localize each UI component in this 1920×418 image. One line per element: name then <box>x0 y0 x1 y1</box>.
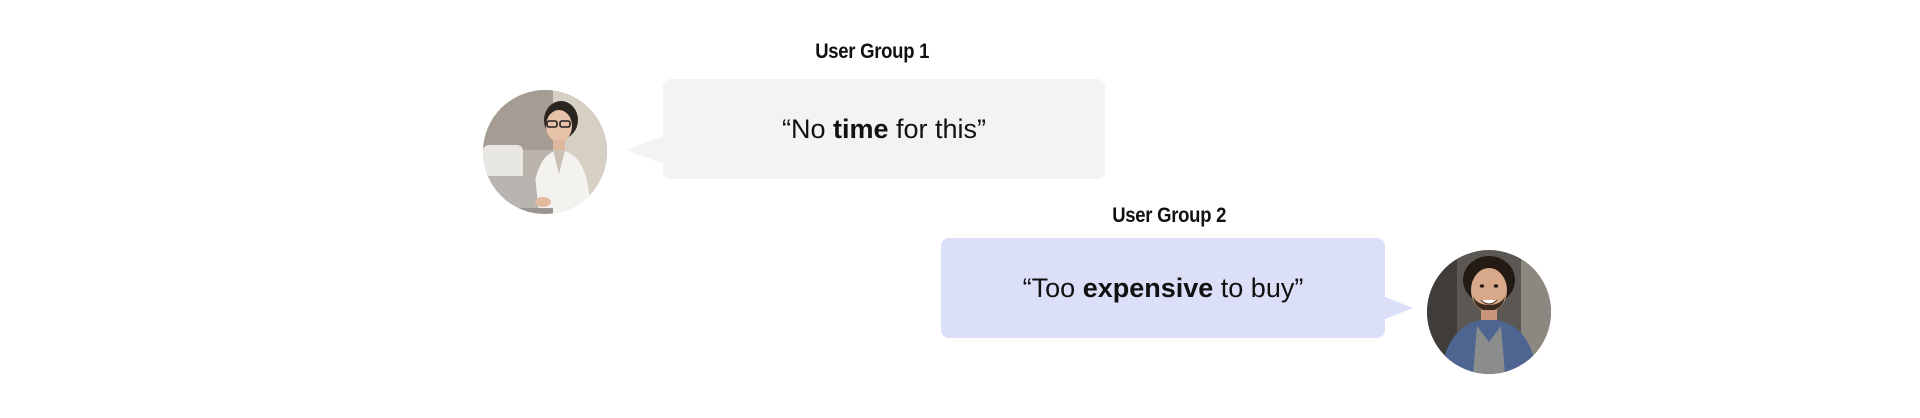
user-group-1-label: User Group 1 <box>815 40 930 63</box>
quote-1-emphasis: time <box>832 113 889 144</box>
quote-2-text-end: to buy” <box>1213 272 1304 303</box>
woman-with-laptop-avatar <box>483 90 607 214</box>
quote-2-emphasis: expensive <box>1082 272 1214 303</box>
quote-1-text-start: “No <box>781 113 833 144</box>
quote-2-text-start: “Too <box>1022 272 1083 303</box>
user-group-2-label: User Group 2 <box>1112 204 1227 227</box>
speech-bubble-tail-2 <box>1383 296 1413 320</box>
smiling-man-avatar <box>1427 250 1551 374</box>
speech-bubble-tail-1 <box>626 136 664 164</box>
user-group-1-quote: “No time for this” <box>663 79 1105 179</box>
user-group-2-quote: “Too expensive to buy” <box>941 238 1385 338</box>
quote-1-text-end: for this” <box>888 113 987 144</box>
